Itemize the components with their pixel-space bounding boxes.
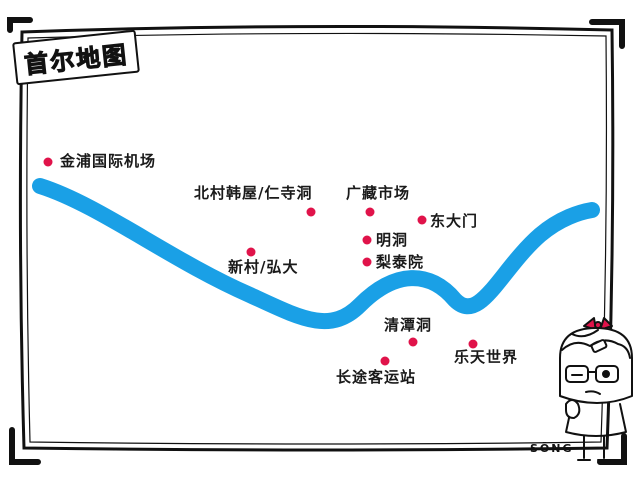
cartoon-girl-illustration <box>559 317 633 461</box>
marker-sinchon-hongdae[interactable] <box>246 247 256 257</box>
label-sinchon-hongdae[interactable]: 新村/弘大 <box>228 258 299 276</box>
corner-bracket-bottom-right <box>597 433 627 465</box>
corner-bracket-bottom-left <box>9 427 41 465</box>
label-lotte-world[interactable]: 乐天世界 <box>454 348 519 366</box>
marker-gimpo-airport[interactable] <box>43 157 53 167</box>
marker-layer <box>43 157 478 366</box>
marker-bus-terminal[interactable] <box>380 356 390 366</box>
label-dongdaemun[interactable]: 东大门 <box>430 212 479 230</box>
label-cheongdam[interactable]: 清潭洞 <box>384 316 433 334</box>
label-myeongdong[interactable]: 明洞 <box>376 231 409 249</box>
marker-dongdaemun[interactable] <box>417 215 427 225</box>
label-gimpo-airport[interactable]: 金浦国际机场 <box>60 152 157 170</box>
marker-cheongdam[interactable] <box>408 337 418 347</box>
map-frame <box>7 17 627 465</box>
label-bukchon-insadong[interactable]: 北村韩屋/仁寺洞 <box>194 184 313 202</box>
label-itaewon[interactable]: 梨泰院 <box>376 253 425 271</box>
label-bus-terminal[interactable]: 长途客运站 <box>336 368 417 386</box>
marker-lotte-world[interactable] <box>468 339 478 349</box>
corner-bracket-top-left <box>7 17 33 33</box>
han-river <box>32 178 600 329</box>
marker-itaewon[interactable] <box>362 257 372 267</box>
marker-gwangjang-market[interactable] <box>365 207 375 217</box>
marker-bukchon-insadong[interactable] <box>306 207 316 217</box>
corner-bracket-top-right <box>589 19 625 49</box>
marker-myeongdong[interactable] <box>362 235 372 245</box>
label-gwangjang-market[interactable]: 广藏市场 <box>346 184 411 202</box>
artist-signature: SŌNG <box>530 442 574 455</box>
